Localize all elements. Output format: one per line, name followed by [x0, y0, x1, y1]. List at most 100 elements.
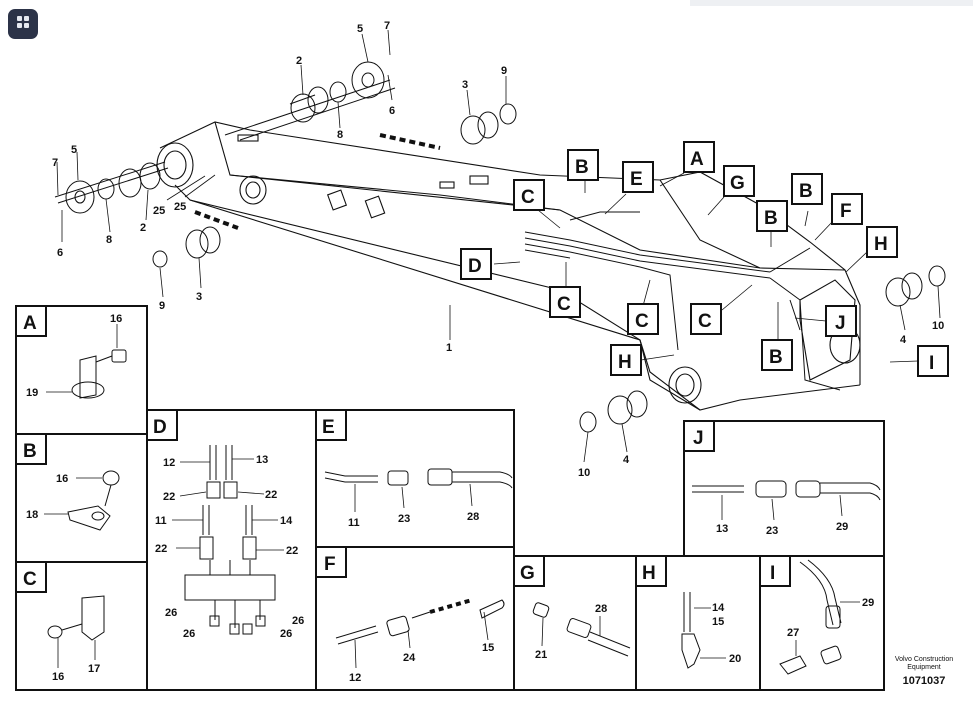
hydraulic-lines: [524, 211, 841, 391]
grid-menu-icon: [16, 15, 30, 34]
footer-caption: Volvo Construction Equipment: [894, 656, 954, 671]
callout-C: C: [513, 179, 545, 211]
label-22: 22: [286, 545, 298, 557]
callout-C: C: [627, 303, 659, 335]
pins-bushings: [54, 61, 946, 433]
label-21: 21: [535, 649, 547, 661]
label-13: 13: [256, 454, 268, 466]
callout-10: 10: [578, 467, 590, 479]
callout-B: B: [791, 173, 823, 205]
panel-E-title: E: [322, 417, 335, 438]
label-13: 13: [716, 523, 728, 535]
callout-B: B: [756, 200, 788, 232]
drawing-code: 1071037: [902, 675, 946, 687]
callout-H: H: [866, 226, 898, 258]
main-callouts: [56, 29, 941, 463]
letter-callouts: B E A G B F B H C D C C C J B H I: [460, 141, 949, 377]
callout-8: 8: [337, 129, 343, 141]
detail-panel-C: C 16 17: [15, 561, 105, 683]
label-19: 19: [26, 387, 38, 399]
callout-10: 10: [932, 320, 944, 332]
label-11: 11: [155, 515, 167, 527]
callout-3: 3: [462, 79, 468, 91]
dashed-lines: [194, 133, 441, 230]
callout-4: 4: [623, 454, 630, 466]
panel-D-title: D: [153, 417, 167, 438]
callout-4: 4: [900, 334, 907, 346]
callout-G: G: [723, 165, 755, 197]
detail-panel-A: A 16 19: [15, 305, 127, 399]
label-15: 15: [712, 616, 724, 628]
top-bar-strip: [690, 0, 973, 6]
svg-text:A: A: [690, 149, 704, 170]
label-23: 23: [766, 525, 778, 537]
svg-text:C: C: [635, 311, 649, 332]
detail-panel-F: F 12 24 15: [315, 546, 505, 684]
svg-text:H: H: [618, 352, 632, 373]
panel-B-title: B: [23, 441, 37, 462]
label-28: 28: [595, 603, 607, 615]
label-15: 15: [482, 642, 494, 654]
callout-H: H: [610, 344, 642, 376]
label-20: 20: [729, 653, 741, 665]
svg-text:C: C: [557, 294, 571, 315]
callout-J: J: [825, 305, 857, 337]
label-11: 11: [348, 517, 360, 529]
detail-panel-D: D 12 13 22 22 11 14 22 22 26 26: [146, 409, 304, 640]
callout-7: 7: [52, 157, 58, 169]
callout-3: 3: [196, 291, 202, 303]
svg-text:J: J: [835, 313, 846, 334]
label-26: 26: [280, 628, 292, 640]
main-callout-numbers: 2 5 7 6 8 3 9 5 7 6 8 2 25 25 3 9 1 10 4…: [52, 20, 944, 479]
label-18: 18: [26, 509, 38, 521]
detail-panel-H: H 14 15 20: [635, 555, 741, 669]
label-29: 29: [862, 597, 874, 609]
callout-C: C: [690, 303, 722, 335]
label-22: 22: [163, 491, 175, 503]
callout-D: D: [460, 248, 492, 280]
callout-C: C: [549, 286, 581, 318]
label-14: 14: [712, 602, 725, 614]
svg-text:B: B: [575, 157, 589, 178]
svg-text:B: B: [799, 181, 813, 202]
detail-panels-frames: [15, 305, 885, 691]
callout-9: 9: [501, 65, 507, 77]
svg-text:I: I: [929, 353, 934, 374]
panel-G-title: G: [520, 563, 535, 584]
panel-C-title: C: [23, 569, 37, 590]
detail-panel-B: B 16 18: [15, 433, 120, 531]
svg-text:G: G: [730, 173, 745, 194]
callout-2: 2: [296, 55, 302, 67]
app-menu-button[interactable]: [8, 9, 38, 39]
panel-H-title: H: [642, 563, 656, 584]
label-12: 12: [163, 457, 175, 469]
label-29: 29: [836, 521, 848, 533]
label-16: 16: [110, 313, 122, 325]
panel-F-title: F: [324, 554, 336, 575]
label-22: 22: [265, 489, 277, 501]
label-16: 16: [52, 671, 64, 683]
detail-panel-G: G 21 28: [513, 555, 631, 661]
detail-panel-E: E 11 23 28: [315, 409, 513, 529]
panel-J-title: J: [693, 428, 704, 449]
callout-F: F: [831, 193, 863, 225]
callout-7: 7: [384, 20, 390, 32]
label-22: 22: [155, 543, 167, 555]
label-23: 23: [398, 513, 410, 525]
svg-text:C: C: [698, 311, 712, 332]
label-14: 14: [280, 515, 293, 527]
callout-6: 6: [57, 247, 63, 259]
letter-leaders: [493, 172, 919, 363]
callout-25: 25: [153, 205, 165, 217]
callout-1: 1: [446, 342, 452, 354]
svg-text:D: D: [468, 256, 482, 277]
label-26: 26: [165, 607, 177, 619]
callout-25: 25: [174, 201, 186, 213]
callout-B: B: [567, 149, 599, 181]
svg-text:E: E: [630, 169, 643, 190]
svg-text:B: B: [764, 208, 778, 229]
callout-A: A: [683, 141, 715, 173]
detail-panel-J: J 13 23 29: [683, 420, 881, 537]
label-17: 17: [88, 663, 100, 675]
callout-5: 5: [71, 144, 77, 156]
